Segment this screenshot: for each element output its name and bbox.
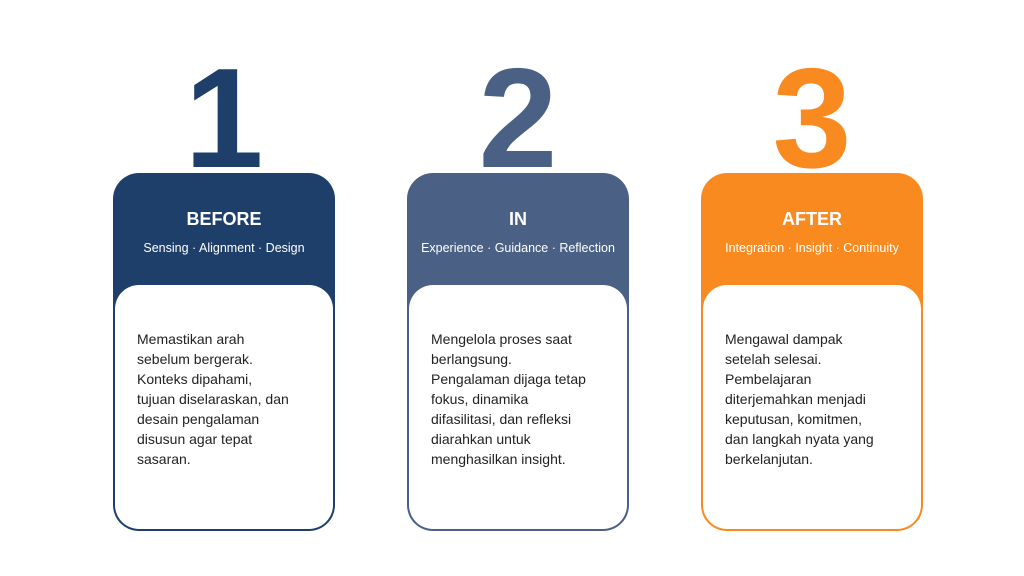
description-line: Memastikan arah [137,331,245,347]
description-line: diarahkan untuk [431,431,531,447]
description-line: sebelum bergerak. [137,351,253,367]
description-line: berkelanjutan. [725,451,813,467]
step-subtitle: Sensing · Alignment · Design [143,241,305,255]
step-body: Memastikan arah sebelum bergerak. Konteks … [115,285,333,529]
description-line: menghasilkan insight. [431,451,566,467]
description-line: diterjemahkan menjadi [725,391,866,407]
description-line: Mengelola proses saat [431,331,572,347]
step-description: Mengawal dampak setelah selesai. Pembelaja… [725,329,874,469]
step-description: Memastikan arah sebelum bergerak. Konteks … [137,329,289,469]
description-line: tujuan diselaraskan, dan [137,391,289,407]
description-line: Konteks dipahami, [137,371,253,387]
step-subtitle: Integration · Insight · Continuity [725,241,899,255]
step-description: Mengelola proses saat berlangsung. Pengala… [431,329,586,469]
step-body: Mengawal dampak setelah selesai. Pembelaja… [703,285,921,529]
description-line: setelah selesai. [725,351,822,367]
description-line: disusun agar tepat [137,431,253,447]
description-line: sasaran. [137,451,191,467]
description-line: berlangsung. [431,351,512,367]
description-line: dan langkah nyata yang [725,431,874,447]
description-line: desain pengalaman [137,411,260,427]
step-number-before: 1 [184,39,264,198]
description-line: keputusan, komitmen, [725,411,862,427]
step-title: IN [509,209,527,229]
step-subtitle: Experience · Guidance · Reflection [421,241,615,255]
step-number-after: 3 [772,39,852,198]
description-line: Mengawal dampak [725,331,843,347]
step-title: BEFORE [186,209,262,229]
step-body: Mengelola proses saat berlangsung. Pengala… [409,285,627,529]
description-line: Pengalaman dijaga tetap [431,371,586,387]
step-number-in: 2 [478,39,558,198]
description-line: difasilitasi, dan refleksi [431,411,572,427]
step-title: AFTER [782,209,842,229]
description-line: fokus, dinamika [431,391,529,407]
description-line: Pembelajaran [725,371,812,387]
